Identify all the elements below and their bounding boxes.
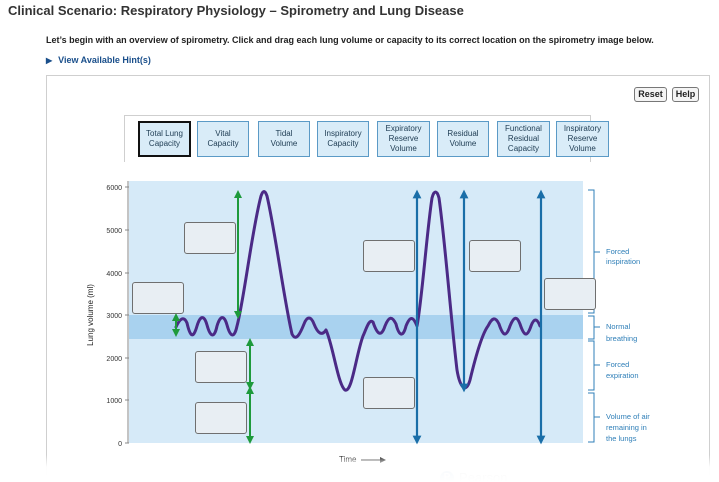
pearson-brand: P Pearson [440, 470, 507, 482]
drop-zone-frc[interactable] [363, 377, 415, 409]
chip-line: Vital [215, 129, 231, 138]
bracket-label: Forced [606, 247, 629, 256]
bracket-label: breathing [606, 334, 637, 343]
bracket-label: the lungs [606, 434, 637, 443]
y-tick-label: 6000 [106, 185, 122, 192]
chip-line: Volume [569, 144, 596, 153]
bracket-label: expiration [606, 371, 639, 380]
time-arrowhead-icon [380, 457, 386, 463]
chip-line: Expiratory [385, 124, 422, 133]
bracket-label: inspiration [606, 257, 640, 266]
bracket-forced-expiration [588, 340, 600, 391]
help-button[interactable]: Help [672, 87, 699, 102]
chip-line: Volume [390, 144, 417, 153]
chip-line: Functional [505, 124, 542, 133]
chip-line: Residual [507, 134, 540, 143]
hint-link-label: View Available Hint(s) [58, 55, 151, 65]
chip-line: Capacity [327, 139, 359, 148]
y-tick-label: 4000 [106, 271, 122, 278]
y-axis-label: Lung volume (ml) [86, 284, 95, 346]
expand-triangle-icon: ▶ [46, 56, 53, 65]
chip-line: Tidal [275, 129, 293, 138]
chip-line: Residual [447, 129, 479, 138]
y-tick-label: 3000 [106, 313, 122, 320]
chip-line: Reserve [567, 134, 598, 143]
x-axis-label: Time [339, 455, 357, 464]
drop-zone-residual[interactable] [195, 402, 247, 434]
chip-line: Inspiratory [324, 129, 362, 138]
bracket-forced-inspiration [588, 189, 600, 314]
y-tick-label: 5000 [106, 228, 122, 235]
chip-line: Capacity [148, 139, 181, 148]
reset-button[interactable]: Reset [634, 87, 667, 102]
page-title: Clinical Scenario: Respiratory Physiolog… [8, 3, 464, 18]
spirometry-trace [174, 190, 542, 392]
bracket-residual-air [588, 392, 600, 443]
drop-zone-erv[interactable] [195, 351, 247, 383]
drop-zone-irv[interactable] [184, 222, 236, 254]
view-hints-link[interactable]: ▶ View Available Hint(s) [46, 55, 151, 65]
bracket-label: remaining in [606, 423, 647, 432]
bracket-label: Volume of air [606, 412, 650, 421]
bracket-label: Normal [606, 322, 631, 331]
chip-line: Volume [270, 139, 298, 148]
chip-line: Capacity [507, 144, 540, 153]
y-tick-label: 1000 [106, 398, 122, 405]
y-tick-label: 2000 [106, 356, 122, 363]
drop-zone-vital-capacity[interactable] [469, 240, 521, 272]
bracket-normal-breathing [588, 315, 600, 340]
chip-line: Capacity [207, 139, 239, 148]
chip-line: Total Lung [146, 129, 183, 138]
bracket-label: Forced [606, 360, 629, 369]
pearson-name: Pearson [459, 470, 508, 482]
drop-zone-tidal[interactable] [132, 282, 184, 314]
drop-zone-inspiratory-capacity[interactable] [363, 240, 415, 272]
instructions-text: Let’s begin with an overview of spiromet… [46, 35, 654, 45]
y-tick-label: 0 [118, 441, 122, 448]
chip-line: Inspiratory [563, 124, 602, 133]
chip-line: Volume [449, 139, 477, 148]
drop-zone-total-lung-capacity[interactable] [544, 278, 596, 310]
chip-line: Reserve [388, 134, 419, 143]
pearson-logo-icon: P [440, 470, 454, 482]
